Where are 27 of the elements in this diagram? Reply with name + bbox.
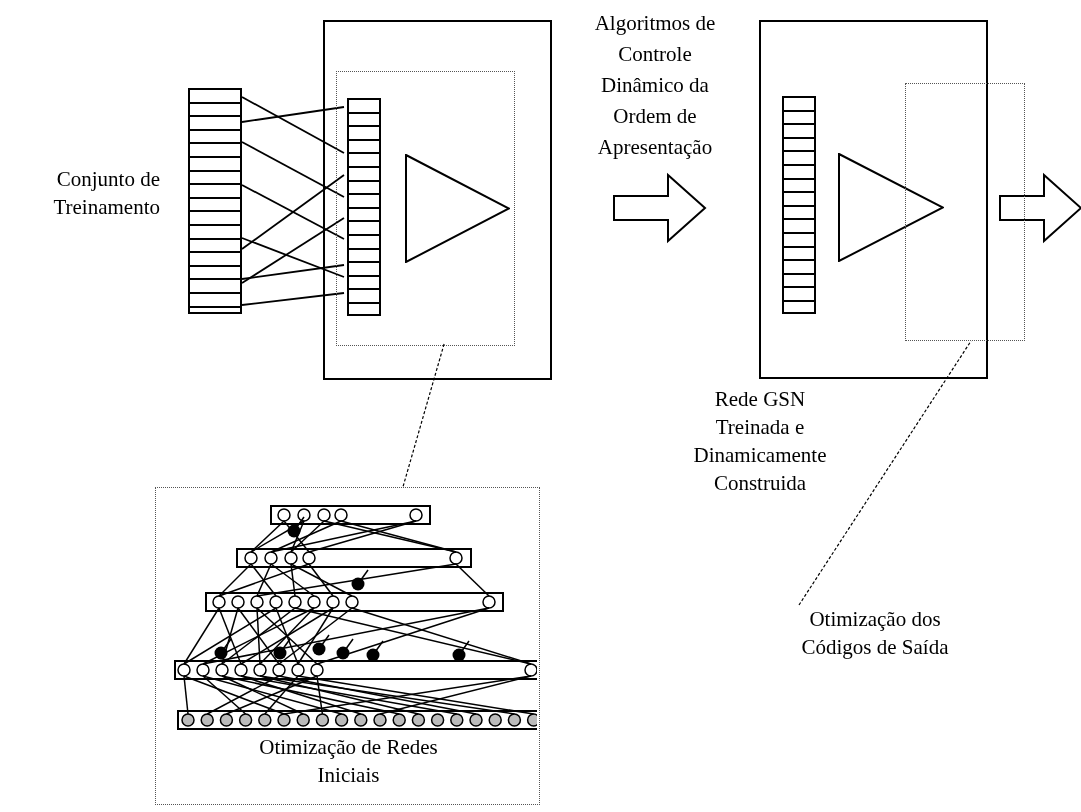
- wire-line: [241, 217, 345, 284]
- wire-line: [241, 237, 345, 278]
- wire-line: [241, 174, 345, 250]
- register-bar: [188, 88, 242, 314]
- leader-line: [402, 343, 445, 488]
- dotted-region: [336, 71, 515, 346]
- wire-line: [241, 184, 345, 240]
- register-bar: [782, 96, 816, 314]
- annotation-text: Otimização dos Códigos de Saída: [800, 606, 950, 661]
- block-arrow: [999, 172, 1081, 244]
- wire-line: [241, 96, 345, 154]
- frame-box: [759, 20, 988, 379]
- network-panel: [155, 487, 540, 805]
- node-caption: Rede GSN Treinada e Dinamicamente Construida: [692, 386, 828, 497]
- wire-line: [241, 292, 345, 306]
- dotted-region: [905, 83, 1025, 341]
- frame-box: [323, 20, 552, 380]
- wire-line: [241, 106, 345, 123]
- register-bar: [347, 98, 381, 316]
- triangle-symbol: [838, 153, 944, 262]
- node-caption: Conjunto de Treinamento: [52, 166, 160, 221]
- wire-line: [241, 264, 345, 280]
- wire-line: [241, 141, 345, 198]
- block-arrow: [613, 172, 707, 244]
- triangle-symbol: [405, 154, 510, 263]
- leader-line: [798, 340, 972, 606]
- panel-caption: Otimização de Redes Iniciais: [258, 734, 439, 789]
